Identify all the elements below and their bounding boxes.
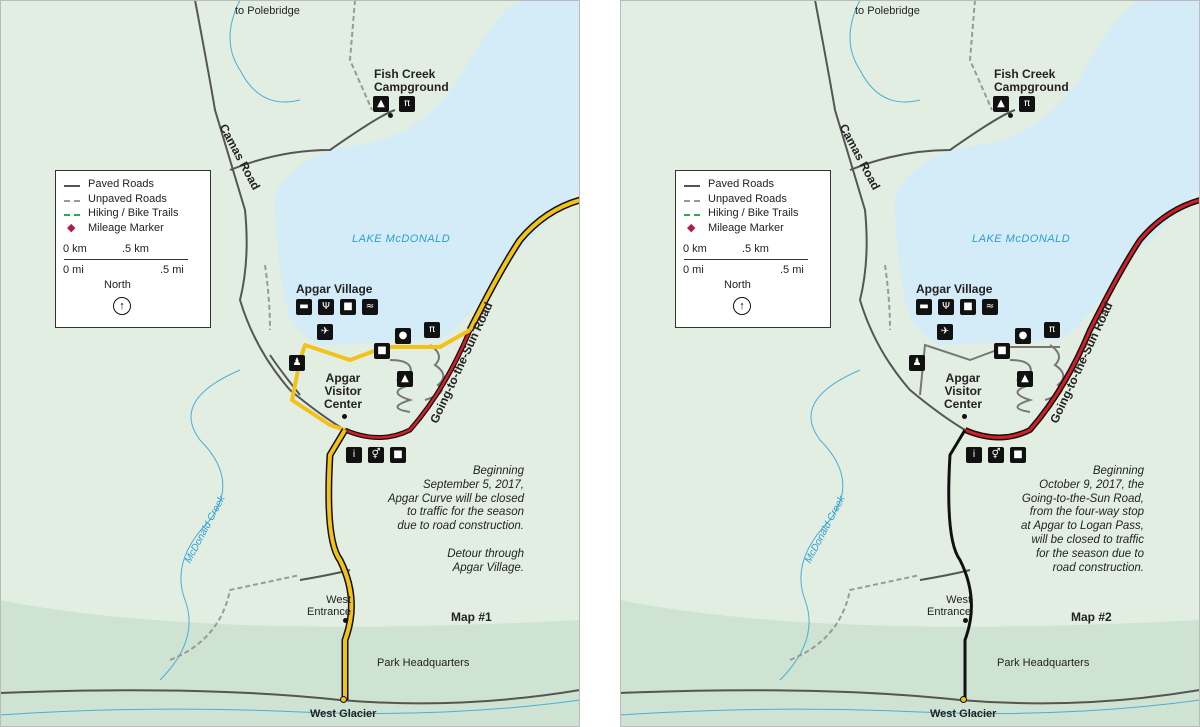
legend-mileage: Mileage Marker — [708, 222, 784, 234]
legend-trails: Hiking / Bike Trails — [708, 207, 799, 219]
west-glacier-label: West Glacier — [930, 708, 997, 720]
trail-swatch — [684, 214, 700, 216]
picnic-table-icon: π — [424, 322, 440, 338]
mileage-marker-icon: ◆ — [67, 222, 76, 234]
map-1: to Polebridge Fish Creek Campground Cama… — [0, 0, 580, 727]
visitor-center-label: Apgar Visitor Center — [944, 371, 983, 412]
unpaved-swatch — [684, 200, 700, 202]
fish-creek-marker — [1008, 113, 1013, 118]
campground-label: Fish Creek Campground — [374, 67, 449, 95]
picnic-table-icon: π — [399, 96, 415, 112]
tent-icon: ▲ — [373, 96, 389, 112]
scale-mi0: 0 mi — [683, 264, 704, 276]
map-number-label: Map #1 — [451, 610, 492, 624]
bus-icon: ■ — [994, 343, 1010, 359]
legend-paved: Paved Roads — [88, 178, 155, 190]
map-2-base — [620, 0, 1200, 727]
west-entrance-label: West Entrance — [307, 594, 352, 619]
gas-icon: ● — [395, 328, 411, 344]
scale-mi5: .5 mi — [160, 264, 184, 276]
north-label: North — [104, 279, 131, 291]
map-2: to Polebridge Fish Creek Campground Cama… — [620, 0, 1200, 727]
scale-km0: 0 km — [63, 243, 87, 255]
west-entrance-label: West Entrance — [927, 594, 972, 619]
campground-label: Fish Creek Campground — [994, 67, 1069, 95]
scale-bar — [64, 259, 188, 260]
legend-trails: Hiking / Bike Trails — [88, 207, 179, 219]
airplane-icon: ✈ — [317, 324, 333, 340]
visitor-center-marker — [342, 414, 347, 419]
tent-icon: ▲ — [397, 371, 413, 387]
scale-bar — [684, 259, 808, 260]
boat-launch-icon: ≈ — [362, 299, 378, 315]
mileage-marker-icon: ◆ — [687, 222, 696, 234]
restaurant-icon: Ψ — [318, 299, 334, 315]
unpaved-swatch — [64, 200, 80, 202]
scale-km5: .5 km — [742, 243, 769, 255]
boat-launch-icon: ≈ — [982, 299, 998, 315]
lodging-icon: ▬ — [916, 299, 932, 315]
info-icon: i — [966, 447, 982, 463]
legend: Paved Roads Unpaved Roads Hiking / Bike … — [55, 170, 211, 328]
hiker-icon: ♟ — [909, 355, 925, 371]
lake-label: LAKE McDONALD — [352, 233, 451, 245]
legend-unpaved: Unpaved Roads — [88, 193, 167, 205]
tent-icon: ▲ — [993, 96, 1009, 112]
closure-note: Beginning October 9, 2017, the Going-to-… — [1021, 465, 1144, 574]
map-1-base — [0, 0, 580, 727]
scale-km0: 0 km — [683, 243, 707, 255]
west-glacier-marker — [960, 696, 967, 703]
legend-unpaved: Unpaved Roads — [708, 193, 787, 205]
polebridge-label: to Polebridge — [855, 5, 920, 17]
restaurant-icon: Ψ — [938, 299, 954, 315]
north-label: North — [724, 279, 751, 291]
hiker-icon: ♟ — [289, 355, 305, 371]
scale-mi5: .5 mi — [780, 264, 804, 276]
north-arrow-icon: ↑ — [733, 297, 751, 315]
scale-km5: .5 km — [122, 243, 149, 255]
north-arrow-icon: ↑ — [113, 297, 131, 315]
legend-paved: Paved Roads — [708, 178, 775, 190]
paved-swatch — [684, 185, 700, 187]
closure-note: Beginning September 5, 2017, Apgar Curve… — [387, 465, 524, 574]
apgar-village-label: Apgar Village — [296, 282, 373, 296]
west-glacier-label: West Glacier — [310, 708, 377, 720]
visitor-center-marker — [962, 414, 967, 419]
gas-icon: ● — [1015, 328, 1031, 344]
tent-icon: ▲ — [1017, 371, 1033, 387]
west-entrance-marker — [343, 618, 348, 623]
scale-mi0: 0 mi — [63, 264, 84, 276]
trail-swatch — [64, 214, 80, 216]
legend-mileage: Mileage Marker — [88, 222, 164, 234]
paved-swatch — [64, 185, 80, 187]
lake-label: LAKE McDONALD — [972, 233, 1071, 245]
visitor-center-label: Apgar Visitor Center — [324, 371, 363, 412]
bus-icon: ■ — [960, 299, 976, 315]
apgar-village-label: Apgar Village — [916, 282, 993, 296]
bus-icon: ■ — [340, 299, 356, 315]
info-icon: i — [346, 447, 362, 463]
park-hq-label: Park Headquarters — [997, 657, 1090, 669]
park-hq-label: Park Headquarters — [377, 657, 470, 669]
polebridge-label: to Polebridge — [235, 5, 300, 17]
map-number-label: Map #2 — [1071, 610, 1112, 624]
restroom-icon: ⚥ — [988, 447, 1004, 463]
picnic-table-icon: π — [1044, 322, 1060, 338]
legend: Paved Roads Unpaved Roads Hiking / Bike … — [675, 170, 831, 328]
restroom-icon: ⚥ — [368, 447, 384, 463]
bus-icon: ■ — [374, 343, 390, 359]
lodging-icon: ▬ — [296, 299, 312, 315]
bus-icon: ■ — [390, 447, 406, 463]
picnic-table-icon: π — [1019, 96, 1035, 112]
west-glacier-marker — [340, 696, 347, 703]
west-entrance-marker — [963, 618, 968, 623]
bus-icon: ■ — [1010, 447, 1026, 463]
fish-creek-marker — [388, 113, 393, 118]
airplane-icon: ✈ — [937, 324, 953, 340]
